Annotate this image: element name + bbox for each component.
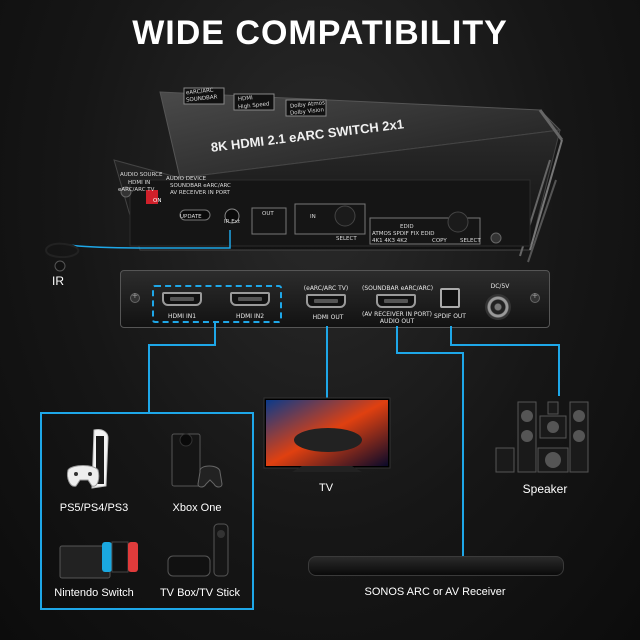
connector-line <box>396 352 464 354</box>
update-port <box>179 209 211 221</box>
av-receiver-port-label: (AV RECEIVER IN PORT) <box>362 311 432 318</box>
source-label-switch: Nintendo Switch <box>54 587 134 599</box>
connector-line <box>450 344 560 346</box>
soundbar-label: SONOS ARC or AV Receiver <box>364 586 506 598</box>
connector-line <box>214 323 216 345</box>
label-out: OUT <box>262 211 274 217</box>
earc-tv-label: (eARC/ARC TV) <box>303 285 349 292</box>
hdmi-in1-label: HDMI IN1 <box>167 313 197 320</box>
soundbar-icon <box>308 556 564 576</box>
ps5-console-icon <box>67 429 109 489</box>
tv-icon <box>263 397 391 472</box>
xbox-console-icon <box>171 433 223 488</box>
label-update: UPDATE <box>180 214 202 220</box>
source-label-tvbox: TV Box/TV Stick <box>159 587 241 599</box>
audio-out-label: AUDIO OUT <box>379 318 415 325</box>
tv-label: TV <box>318 482 334 494</box>
label-hdmi-in: HDMI IN <box>128 180 151 186</box>
label-earc-tv: eARC/ARC TV <box>118 187 155 193</box>
hdmi-out-port[interactable] <box>306 294 346 308</box>
source-label-xbox: Xbox One <box>172 502 222 514</box>
label-soundbar: SOUNDBAR eARC/ARC <box>170 183 231 189</box>
hdmi-in2-port[interactable] <box>230 292 270 306</box>
connector-line <box>148 344 150 414</box>
audio-out-port[interactable] <box>376 294 416 308</box>
label-av-receiver: AV RECEIVER IN PORT <box>170 190 230 196</box>
nintendo-switch-icon <box>59 541 138 579</box>
label-edid-modes: ATMOS SPDIF FIX EDID <box>372 231 435 237</box>
dc-power-jack[interactable] <box>485 294 511 320</box>
label-audio-source: AUDIO SOURCE <box>120 172 163 178</box>
speaker-label: Speaker <box>522 482 568 496</box>
speaker-set-icon <box>495 401 589 473</box>
ir-label: IR <box>52 274 64 288</box>
label-select-in: SELECT <box>336 236 357 242</box>
hdmi-in1-port[interactable] <box>162 292 202 306</box>
spdif-out-label: SPDIF OUT <box>434 313 466 320</box>
connector-line <box>558 344 560 396</box>
label-edid-res: 4K1 4K3 4K2 <box>372 238 408 244</box>
connector-line <box>462 352 464 557</box>
tv-box-icon <box>167 523 229 577</box>
source-label-ps: PS5/PS4/PS3 <box>59 502 129 514</box>
dip-switch <box>146 190 158 204</box>
label-select-edid: SELECT <box>460 238 481 244</box>
label-copy: COPY <box>432 238 447 244</box>
connector-line <box>396 326 398 354</box>
connector-line <box>450 326 452 346</box>
screw-icon <box>530 291 540 303</box>
switch-top-unit <box>113 87 564 263</box>
hdmi-in2-label: HDMI IN2 <box>235 313 265 320</box>
hdmi-inputs-highlight <box>152 285 282 323</box>
select-button <box>334 205 356 227</box>
hdmi-out-label: HDMI OUT <box>312 314 344 321</box>
spdif-port[interactable] <box>440 288 460 308</box>
soundbar-port-label: (SOUNDBAR eARC/ARC) <box>362 285 434 292</box>
label-on: ON <box>153 198 162 204</box>
ir-ext-jack <box>224 208 240 224</box>
page-title: WIDE COMPATIBILITY <box>132 14 508 52</box>
label-in: IN <box>310 214 316 220</box>
edid-button <box>447 211 469 233</box>
label-ir-ext: IR Ext <box>224 219 241 225</box>
ir-receiver-icon <box>54 260 66 272</box>
label-edid: EDID <box>400 224 414 230</box>
source-devices-box <box>40 412 254 610</box>
ir-cable <box>45 230 231 272</box>
label-audio-device: AUDIO DEVICE <box>166 176 207 182</box>
connector-line <box>148 344 216 346</box>
connector-line <box>326 326 328 398</box>
screw-icon <box>130 291 140 303</box>
dc-label: DC/5V <box>490 283 510 290</box>
